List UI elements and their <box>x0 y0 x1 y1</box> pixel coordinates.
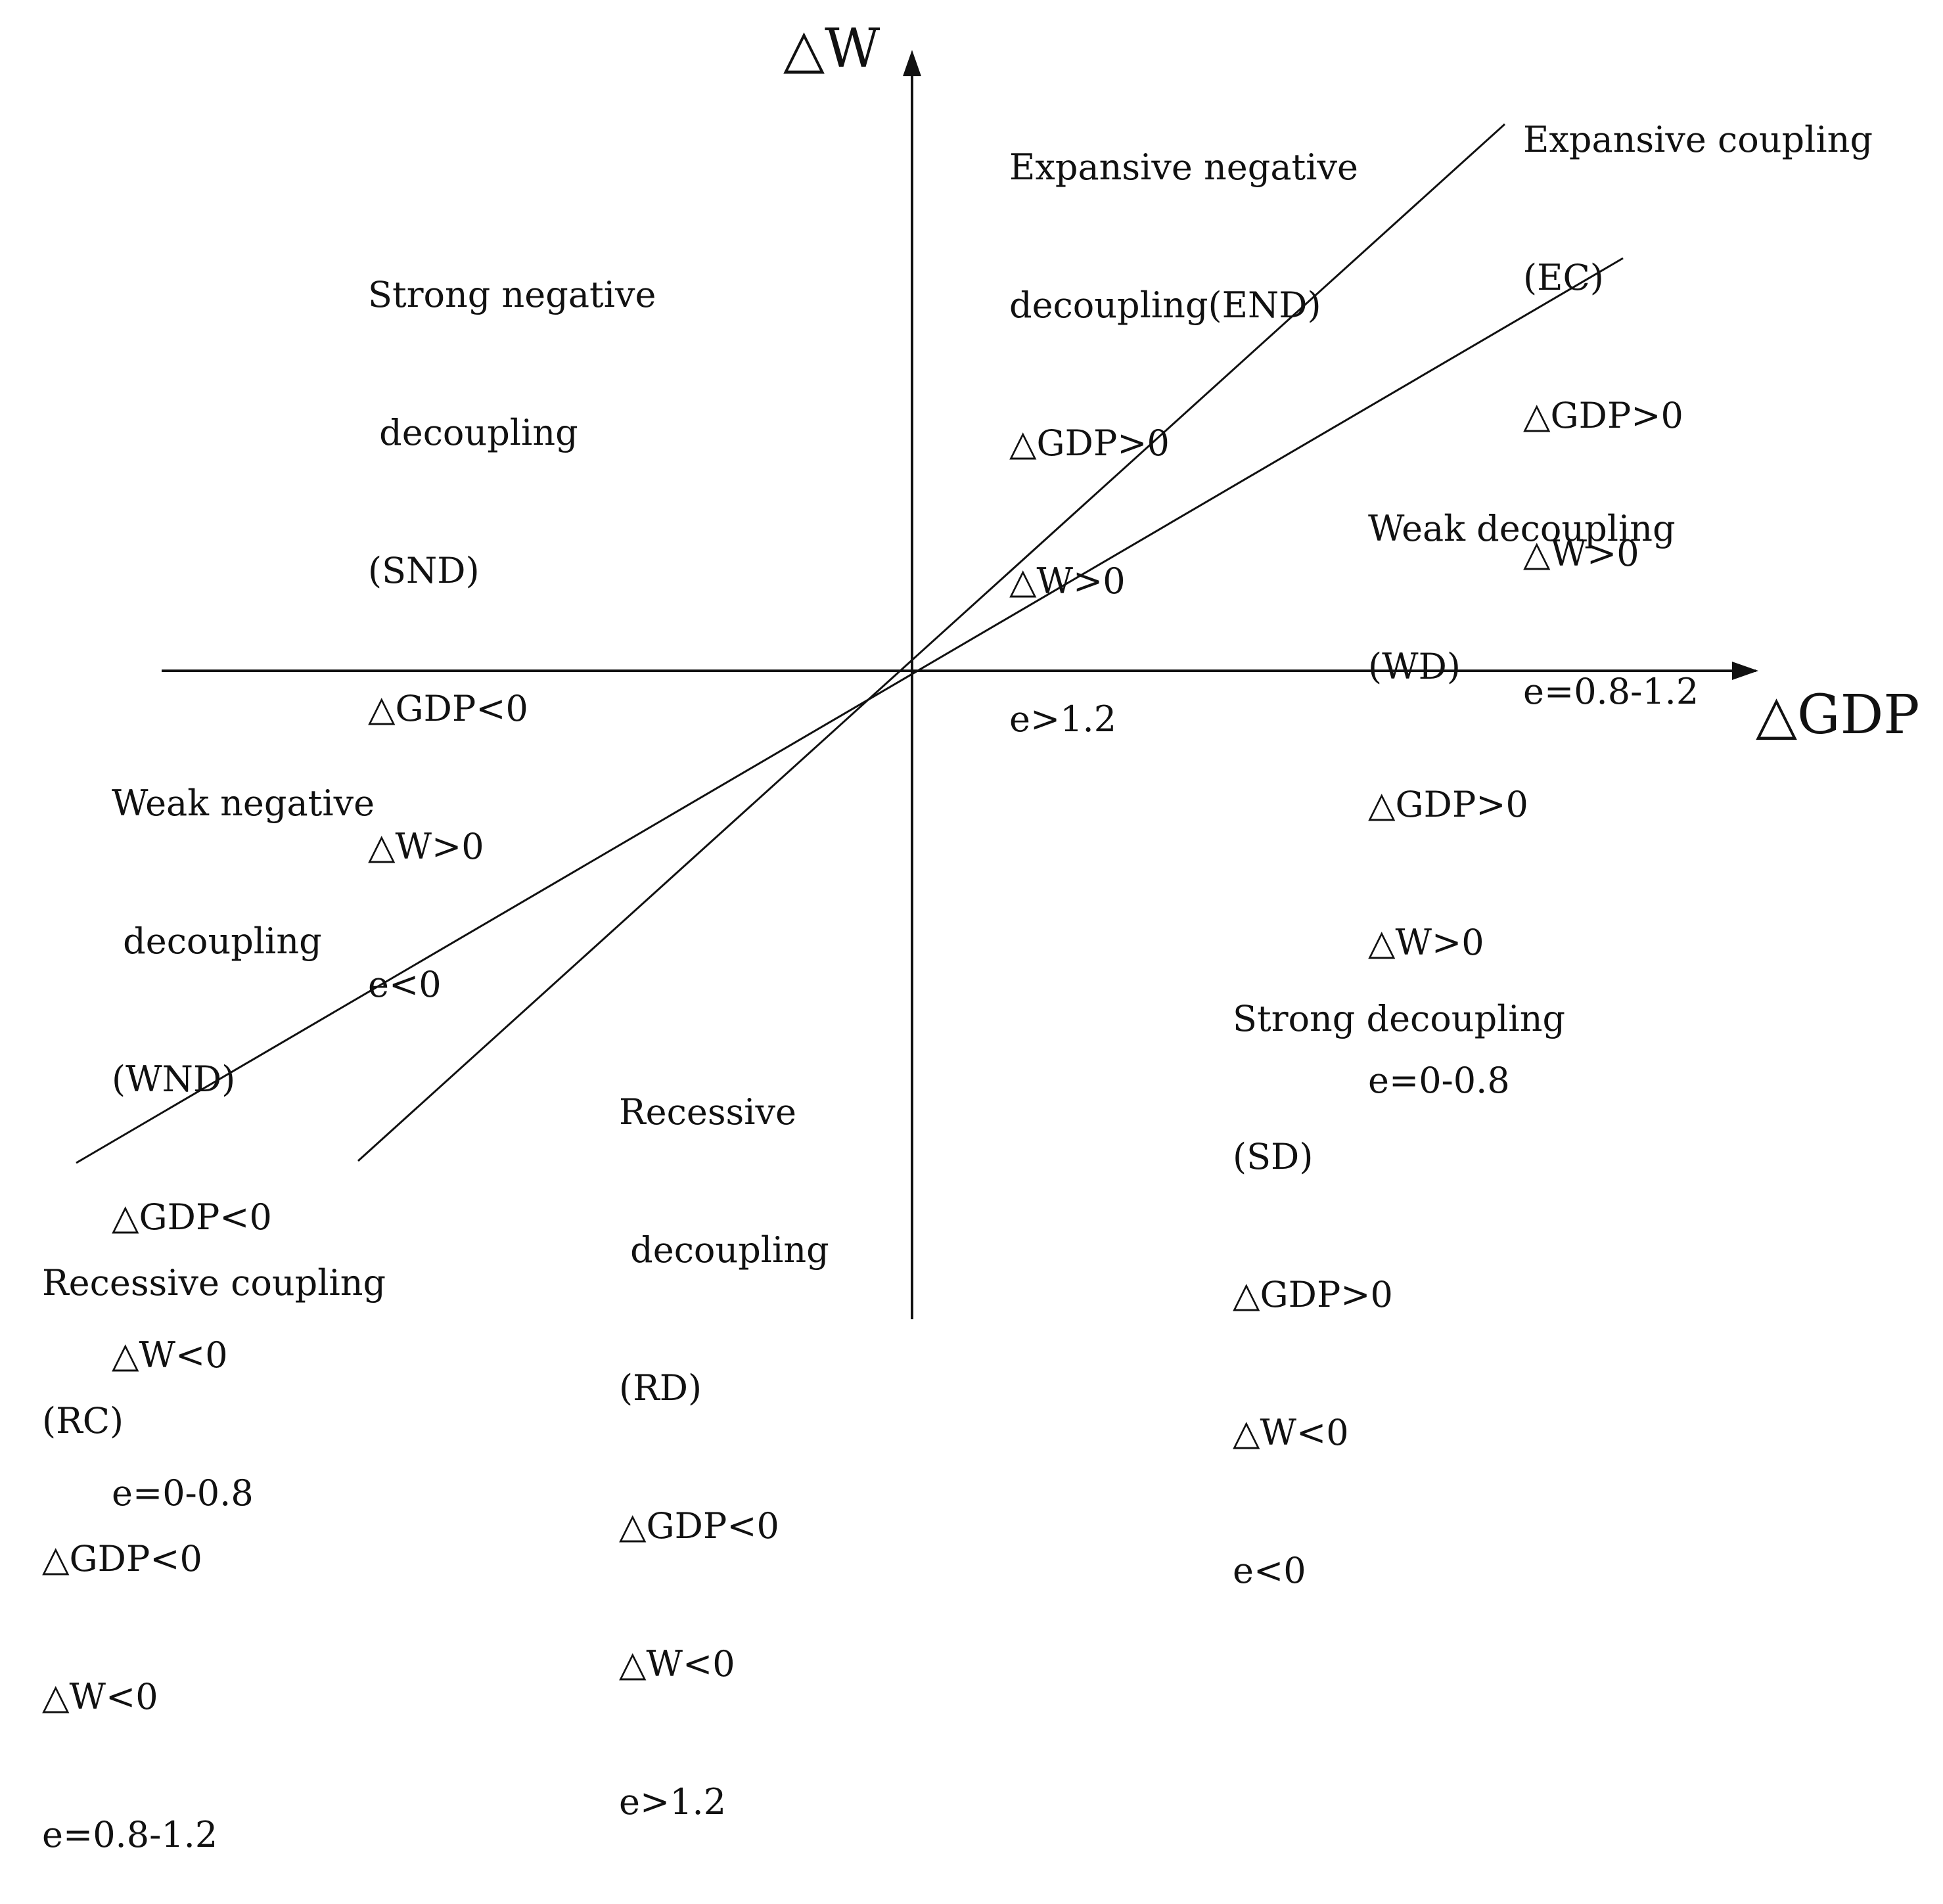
zone-name-line: decoupling <box>112 920 322 962</box>
zone-label-snd: Strong negative decoupling (SND) △GDP<0 … <box>368 180 656 1054</box>
boundary-line-elasticity-1-2 <box>357 123 1506 1162</box>
zone-name-line: Weak decoupling <box>1368 508 1676 549</box>
zone-label-end: Expansive negative decoupling(END) △GDP>… <box>1009 53 1358 788</box>
zone-name-line: decoupling(END) <box>1009 284 1321 326</box>
zone-label-wd: Weak decoupling (WD) △GDP>0 △W>0 e=0-0.8 <box>1368 414 1676 1150</box>
zone-abbreviation: (WD) <box>1368 646 1461 687</box>
zone-label-sd: Strong decoupling (SD) △GDP>0 △W<0 e<0 <box>1233 904 1565 1640</box>
zone-abbreviation: (RC) <box>42 1400 124 1441</box>
zone-elasticity: e>1.2 <box>619 1781 727 1823</box>
zone-w-condition: △W>0 <box>1368 922 1484 963</box>
zone-abbreviation: (WND) <box>112 1058 236 1100</box>
zone-abbreviation: (RD) <box>619 1367 702 1409</box>
zone-name-line: Expansive coupling <box>1523 119 1873 160</box>
zone-abbreviation: (SD) <box>1233 1136 1314 1177</box>
zone-elasticity: e=0.8-1.2 <box>1523 671 1699 712</box>
zone-name-line: Recessive coupling <box>42 1262 386 1303</box>
zone-elasticity: e>1.2 <box>1009 698 1117 740</box>
zone-name-line: Recessive <box>619 1091 796 1133</box>
zone-gdp-condition: △GDP>0 <box>1368 784 1528 825</box>
zone-label-rc: Recessive coupling (RC) △GDP<0 △W<0 e=0.… <box>42 1168 386 1904</box>
zone-name-line: Expansive negative <box>1009 147 1358 188</box>
zone-name-line: Strong decoupling <box>1233 998 1566 1039</box>
zone-w-condition: △W<0 <box>112 1334 228 1376</box>
x-axis-arrowhead <box>1732 662 1758 680</box>
zone-gdp-condition: △GDP>0 <box>1009 422 1170 464</box>
zone-elasticity: e<0 <box>1233 1550 1306 1591</box>
x-axis-label: △GDP <box>1756 684 1920 746</box>
zone-name-line: Strong negative <box>368 274 656 315</box>
zone-gdp-condition: △GDP<0 <box>368 688 528 729</box>
zone-w-condition: △W>0 <box>1009 560 1126 602</box>
zone-name-line: Weak negative <box>112 782 375 824</box>
zone-label-rd: Recessive decoupling (RD) △GDP<0 △W<0 e>… <box>619 997 829 1871</box>
zone-elasticity: e=0-0.8 <box>1368 1060 1510 1101</box>
zone-w-condition: △W>0 <box>1523 533 1639 574</box>
decoupling-diagram <box>76 50 1758 1319</box>
zone-name-line: decoupling <box>368 412 578 453</box>
y-axis-label: △W <box>783 18 880 80</box>
zone-label-ec: Expansive coupling (EC) △GDP>0 △W>0 e=0.… <box>1523 25 1873 761</box>
zone-w-condition: △W<0 <box>42 1676 158 1717</box>
zone-elasticity: e<0 <box>368 964 442 1005</box>
zone-gdp-condition: △GDP<0 <box>112 1196 272 1238</box>
zone-abbreviation: (EC) <box>1523 257 1604 298</box>
zone-abbreviation: (SND) <box>368 550 480 591</box>
zone-gdp-condition: △GDP>0 <box>1523 395 1683 436</box>
zone-w-condition: △W<0 <box>1233 1412 1349 1453</box>
zone-name-line: decoupling <box>619 1229 829 1271</box>
boundary-line-elasticity-0-8 <box>76 257 1624 1164</box>
y-axis-arrowhead <box>903 50 921 76</box>
zone-gdp-condition: △GDP>0 <box>1233 1274 1393 1315</box>
zone-w-condition: △W>0 <box>368 826 484 867</box>
zone-gdp-condition: △GDP<0 <box>42 1538 202 1579</box>
zone-w-condition: △W<0 <box>619 1643 735 1685</box>
zone-elasticity: e=0.8-1.2 <box>42 1814 218 1855</box>
zone-gdp-condition: △GDP<0 <box>619 1505 779 1547</box>
